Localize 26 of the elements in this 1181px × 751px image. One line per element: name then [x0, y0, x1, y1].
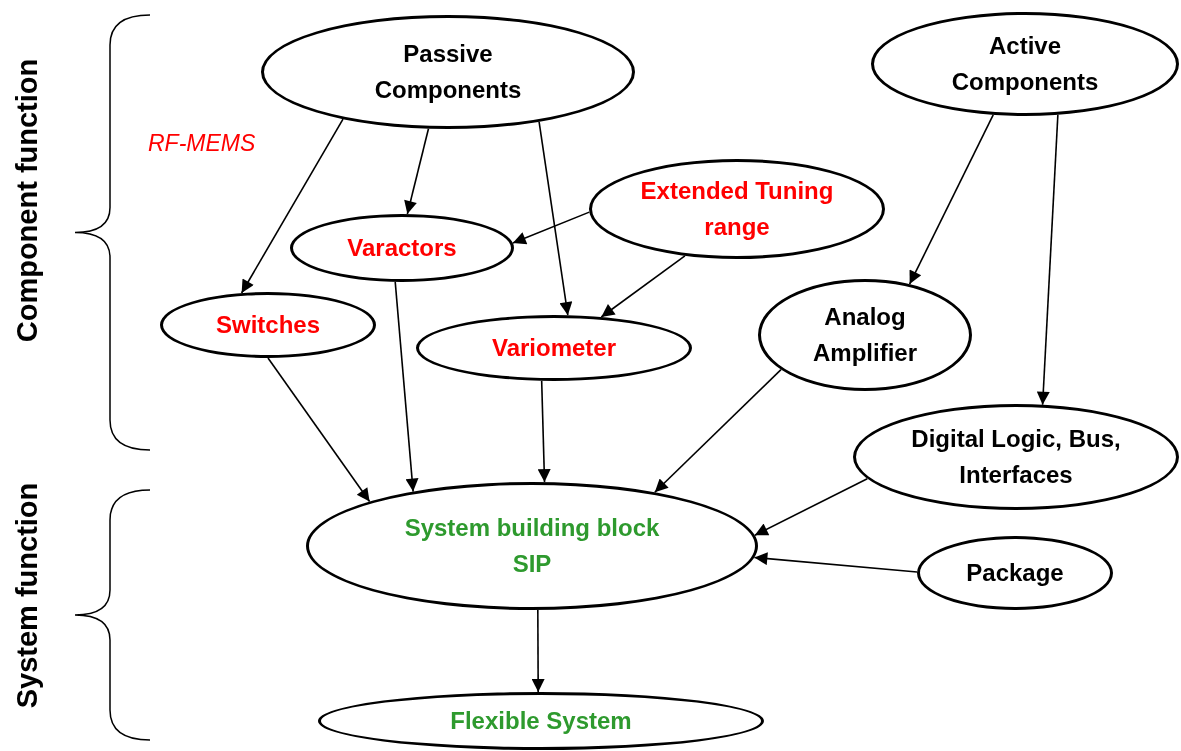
axis-label: Component function	[11, 58, 45, 342]
axis-label: System function	[11, 482, 45, 708]
node-label: Passive Components	[373, 39, 523, 105]
arrow	[754, 477, 869, 537]
node-label: Digital Logic, Bus, Interfaces	[910, 424, 1122, 490]
arrow	[267, 357, 371, 503]
arrow	[512, 211, 591, 245]
annotation-label: RF-MEMS	[148, 130, 256, 157]
arrow	[538, 121, 573, 316]
arrow	[394, 281, 419, 493]
node-label: System building block SIP	[403, 513, 661, 579]
arrow	[908, 114, 994, 285]
arrow	[240, 118, 344, 294]
arrow	[404, 127, 430, 215]
arrow	[654, 368, 782, 494]
node-label: Package	[966, 558, 1064, 588]
node-label: Extended Tuning range	[639, 176, 835, 242]
arrow	[531, 609, 545, 693]
arrow	[537, 380, 551, 483]
arrow	[1036, 114, 1059, 406]
node-label: Flexible System	[450, 706, 632, 736]
node-label: Varactors	[347, 233, 457, 263]
node-label: Active Components	[950, 31, 1100, 97]
node-label: Switches	[215, 310, 320, 340]
node-label: Analog Amplifier	[812, 302, 918, 368]
node-label: Variometer	[491, 333, 617, 363]
